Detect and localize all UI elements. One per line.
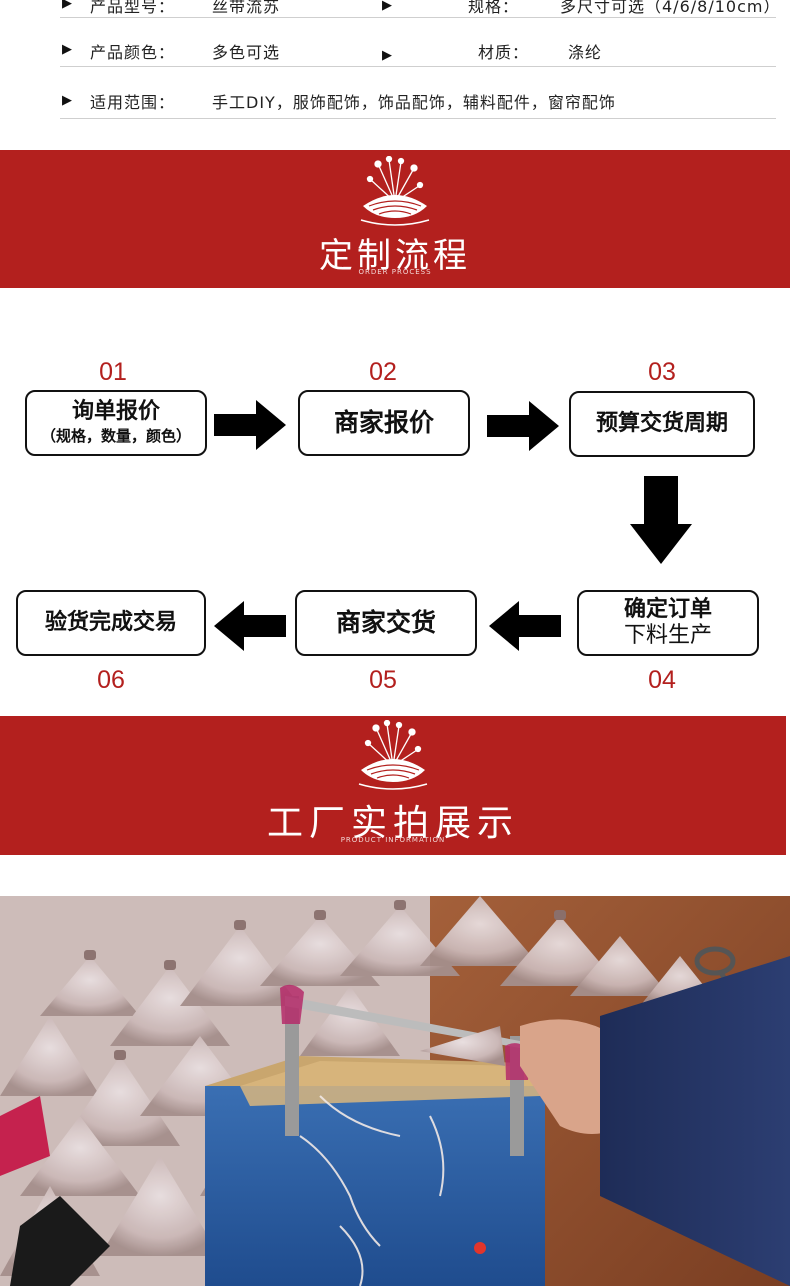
spec-row-model: ▶ 产品型号： 丝带流苏 ▶ 规格： 多尺寸可选（4/6/8/10cm）	[0, 0, 790, 26]
spec-value-size: 多尺寸可选（4/6/8/10cm）	[560, 0, 781, 16]
banner-subtitle: PRODUCT INFORMATION	[340, 836, 446, 844]
step-number: 02	[369, 358, 397, 386]
bullet-icon: ▶	[62, 0, 72, 11]
step-box-confirm-order: 确定订单 下料生产	[577, 590, 759, 656]
arrow-left-icon	[214, 601, 286, 651]
arrow-right-icon	[214, 400, 286, 450]
step-title: 询单报价	[71, 399, 160, 424]
bullet-icon: ▶	[382, 0, 392, 13]
factory-photos-banner: 工厂实拍展示 PRODUCT INFORMATION	[0, 716, 786, 855]
step-box-inspection-complete: 验货完成交易	[16, 590, 206, 656]
divider	[60, 118, 776, 119]
bullet-icon: ▶	[382, 48, 392, 63]
step-title: 预算交货周期	[595, 411, 728, 436]
step-detail: 下料生产	[623, 623, 712, 648]
step-box-delivery-cycle: 预算交货周期	[569, 391, 755, 457]
spec-label-usage: 适用范围：	[90, 93, 176, 112]
bullet-icon: ▶	[62, 42, 72, 57]
step-title: 验货完成交易	[44, 610, 177, 635]
spec-label-model: 产品型号：	[90, 0, 176, 16]
divider	[60, 17, 776, 18]
spec-label-color: 产品颜色：	[90, 43, 176, 62]
step-number: 05	[369, 666, 397, 694]
arrow-down-icon	[630, 476, 692, 564]
factory-photo	[0, 896, 790, 1286]
arrow-right-icon	[487, 401, 559, 451]
step-number: 04	[648, 666, 676, 694]
spec-value-model: 丝带流苏	[212, 0, 281, 16]
pincushion-icon	[358, 720, 428, 790]
step-number: 06	[97, 666, 125, 694]
spec-label-material: 材质：	[478, 43, 530, 62]
spec-value-usage: 手工DIY，服饰配饰，饰品配饰，辅料配件，窗帘配饰	[212, 93, 616, 112]
step-title: 确定订单	[623, 597, 712, 622]
spec-row-color: ▶ 产品颜色： 多色可选 ▶ 材质： 涤纶	[0, 30, 790, 70]
step-box-merchant-delivery: 商家交货	[295, 590, 477, 656]
step-number: 03	[648, 358, 676, 386]
step-box-inquiry: 询单报价 （规格，数量，颜色）	[25, 390, 207, 456]
step-box-merchant-quote: 商家报价	[298, 390, 470, 456]
bullet-icon: ▶	[62, 93, 72, 108]
divider	[60, 66, 776, 67]
step-number: 01	[99, 358, 127, 386]
banner-title: 定制流程	[319, 236, 471, 276]
step-title: 商家报价	[333, 408, 434, 437]
pincushion-icon	[360, 156, 430, 226]
spec-value-color: 多色可选	[212, 43, 281, 62]
order-process-banner: 定制流程 ORDER PROCESS	[0, 150, 790, 288]
spec-value-material: 涤纶	[568, 43, 603, 62]
spec-label-size: 规格：	[468, 0, 520, 16]
banner-subtitle: ORDER PROCESS	[358, 268, 432, 276]
arrow-left-icon	[489, 601, 561, 651]
step-detail: （规格，数量，颜色）	[40, 427, 191, 445]
spec-row-usage: ▶ 适用范围： 手工DIY，服饰配饰，饰品配饰，辅料配件，窗帘配饰	[0, 80, 790, 120]
step-title: 商家交货	[335, 608, 436, 637]
banner-title: 工厂实拍展示	[266, 803, 519, 844]
